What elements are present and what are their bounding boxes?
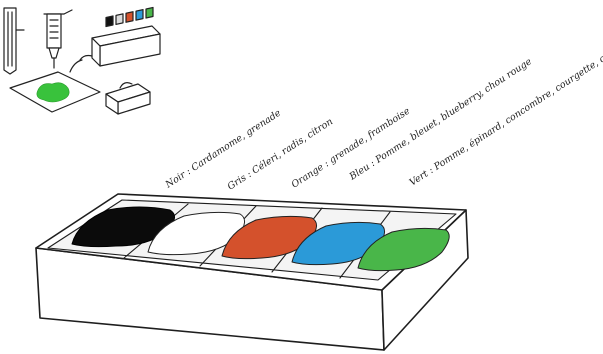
device-illustration bbox=[4, 7, 160, 114]
printer-icon bbox=[4, 8, 24, 74]
holder-box-icon bbox=[106, 83, 150, 114]
paper-sheet-icon bbox=[10, 72, 100, 112]
color-labels: Noir : Cardamome, grenade Gris : Céleri,… bbox=[163, 31, 603, 192]
ink-cartridge-icon bbox=[70, 7, 160, 72]
label-black: Noir : Cardamome, grenade bbox=[163, 107, 284, 191]
ink-tray-icon bbox=[36, 194, 468, 350]
label-white: Gris : Céleri, radis, citron bbox=[226, 116, 335, 192]
syringe-dispenser-icon bbox=[44, 10, 72, 68]
label-green: Vert : Pomme, épinard, concombre, courge… bbox=[408, 31, 603, 188]
